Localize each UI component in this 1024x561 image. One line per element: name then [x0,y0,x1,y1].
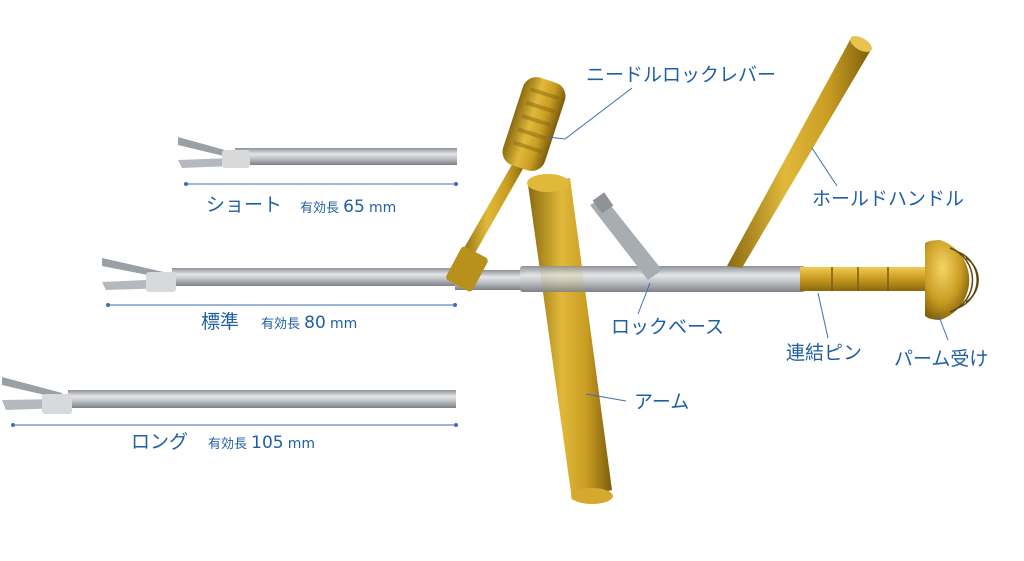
length-value: 105 [251,433,284,453]
connecting-pin [800,267,930,291]
length-unit: mm [329,316,358,332]
long-instrument [2,377,456,414]
hold-handle [727,36,872,268]
variant-short-name: ショート [206,194,283,216]
variant-long-length: 有効長 105 mm [208,435,315,452]
standard-instrument [102,258,462,292]
length-value: 80 [304,313,326,333]
leader-lines [547,87,949,402]
short-instrument [178,137,457,168]
label-hold-handle: ホールドハンドル [812,188,965,210]
variant-short-length: 有効長 65 mm [300,199,396,216]
length-value: 65 [343,197,365,217]
length-prefix: 有効長 [261,317,301,332]
dimension-lines [11,182,458,427]
shaft-overlay [520,266,805,292]
label-arm: アーム [634,391,690,413]
length-prefix: 有効長 [300,201,340,216]
variant-standard-name: 標準 [201,311,240,333]
label-needle-lock-lever: ニードルロックレバー [586,64,777,86]
length-unit: mm [287,436,316,452]
label-lock-base: ロックベース [611,316,725,338]
needle-lock-lever [446,77,566,292]
variant-long-name: ロング [131,431,189,453]
length-prefix: 有効長 [208,437,248,452]
label-connecting-pin: 連結ピン [786,342,863,364]
variant-standard-length: 有効長 80 mm [261,315,357,332]
length-unit: mm [368,200,397,216]
lock-base [590,192,662,280]
arm [527,174,613,504]
label-palm-rest: パーム受け [894,348,989,370]
palm-rest [925,240,979,320]
